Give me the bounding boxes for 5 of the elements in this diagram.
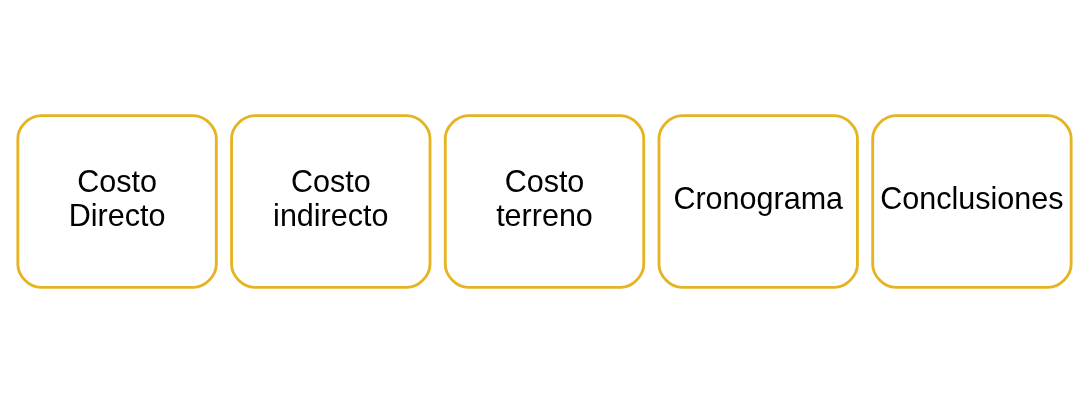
node-box: Costo Directo [16,113,218,289]
node-box: Cronograma [657,113,859,289]
node-box: Costo terreno [443,113,646,289]
node-box: Costo indirecto [230,113,432,289]
node-box: Conclusiones [871,113,1073,289]
